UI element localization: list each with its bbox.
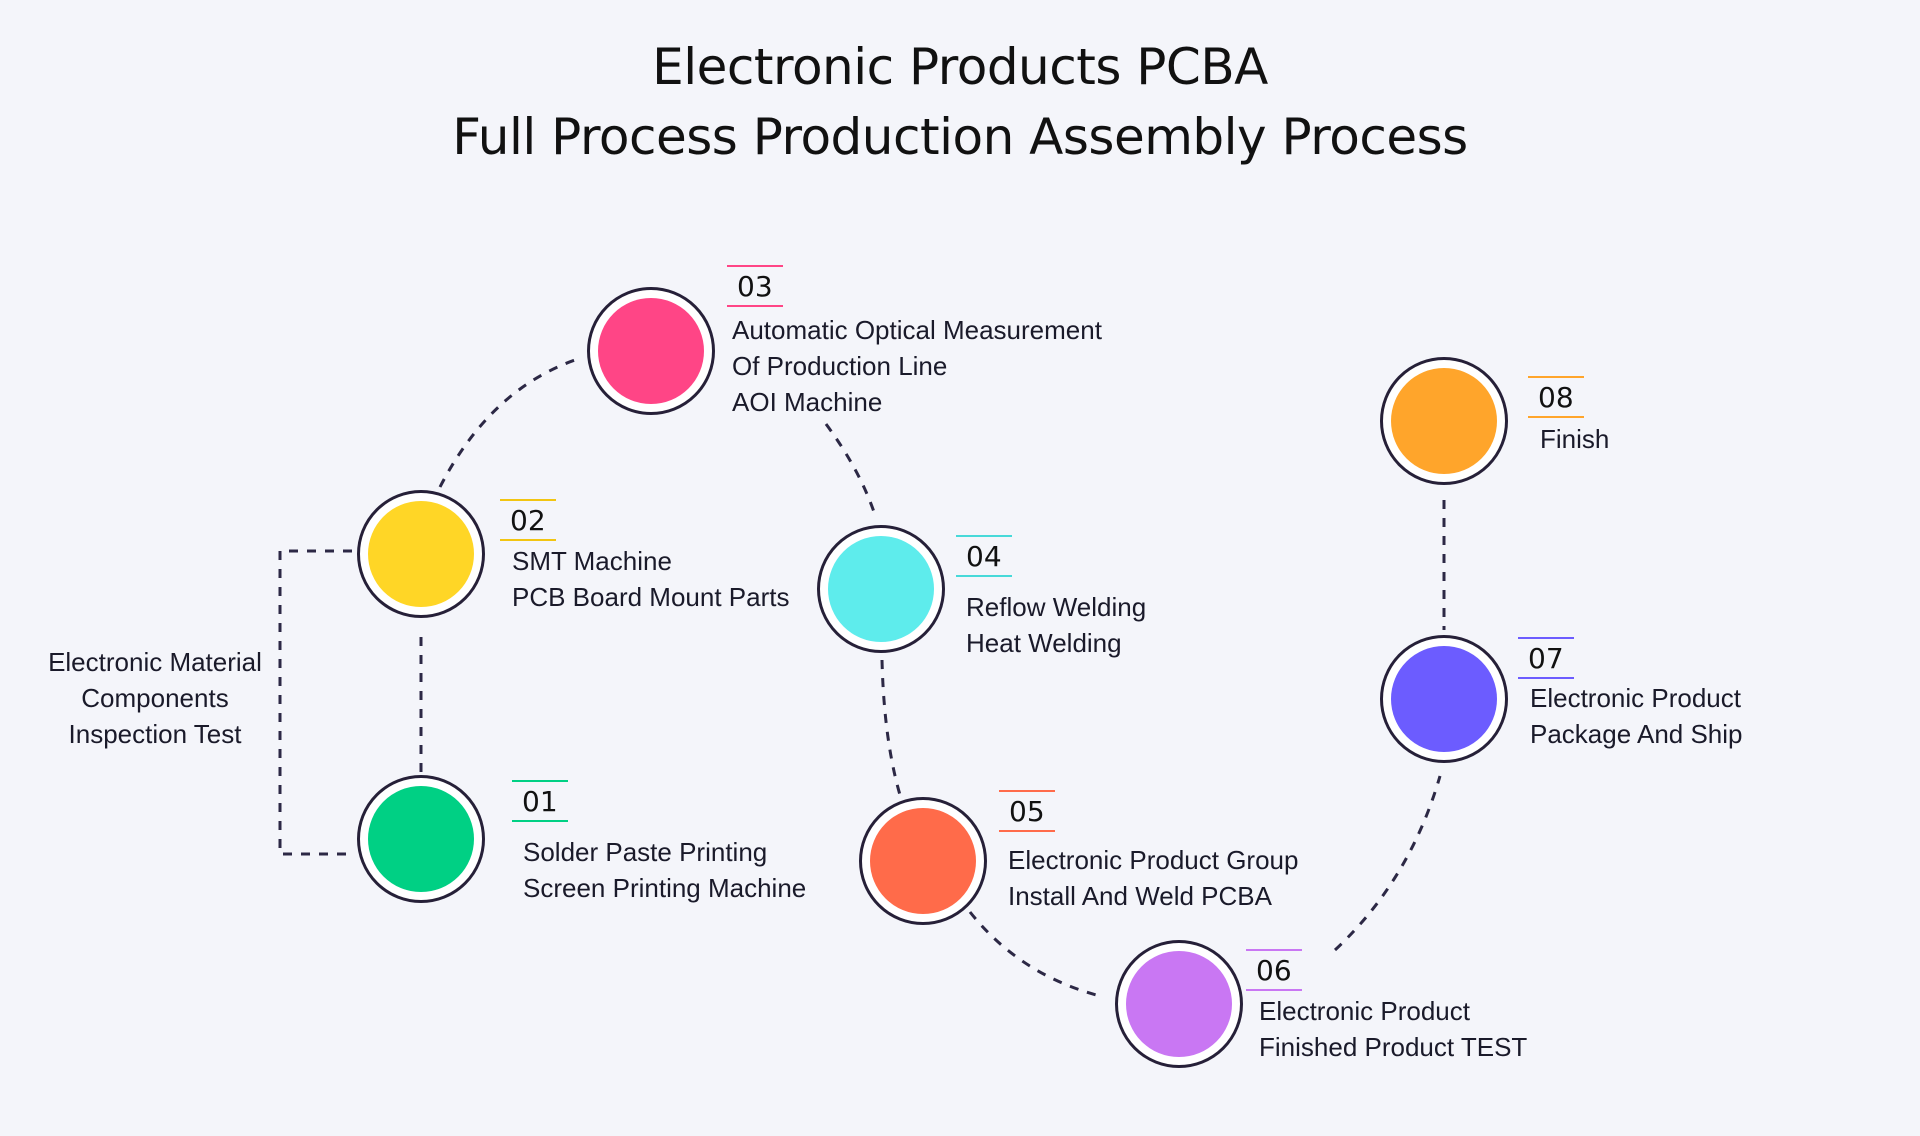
connector-03-04 — [824, 423, 877, 516]
step-02-line1: SMT Machine — [512, 546, 672, 576]
step-05-number: 05 — [999, 790, 1055, 832]
step-01-number: 01 — [512, 780, 568, 822]
diagram-title-line2: Full Process Production Assembly Process — [452, 108, 1468, 166]
step-07-description: Electronic Product Package And Ship — [1530, 680, 1743, 752]
inspection-note-line1: Electronic Material — [48, 647, 262, 677]
step-05-line2: Install And Weld PCBA — [1008, 881, 1272, 911]
step-08-line1: Finish — [1540, 424, 1610, 454]
step-07-line1: Electronic Product — [1530, 683, 1741, 713]
step-08-dot — [1391, 368, 1497, 474]
step-06-description: Electronic Product Finished Product TEST — [1259, 993, 1527, 1065]
step-02-description: SMT Machine PCB Board Mount Parts — [512, 543, 789, 615]
connector-06-07 — [1333, 775, 1442, 952]
inspection-note-line3: Inspection Test — [68, 719, 242, 749]
step-06-node — [1115, 940, 1243, 1068]
step-01-node — [357, 775, 485, 903]
step-06-line1: Electronic Product — [1259, 996, 1470, 1026]
inspection-note-line2: Components — [81, 683, 229, 713]
step-08-node — [1380, 357, 1508, 485]
step-03-line2: Of Production Line — [732, 351, 948, 381]
step-04-line2: Heat Welding — [966, 628, 1122, 658]
step-03-number: 03 — [727, 265, 783, 307]
step-04-dot — [828, 536, 934, 642]
step-06-dot — [1126, 951, 1232, 1057]
inspection-note: Electronic Material Components Inspectio… — [40, 644, 270, 752]
step-03-node — [587, 287, 715, 415]
step-01-line1: Solder Paste Printing — [523, 837, 768, 867]
step-04-description: Reflow Welding Heat Welding — [966, 589, 1146, 661]
bracket-inspection — [278, 549, 352, 856]
step-02-node — [357, 490, 485, 618]
connector-02-03 — [438, 358, 576, 488]
step-07-node — [1380, 635, 1508, 763]
connector-04-05 — [880, 659, 902, 796]
step-04-node — [817, 525, 945, 653]
step-01-description: Solder Paste Printing Screen Printing Ma… — [523, 834, 806, 906]
step-07-line2: Package And Ship — [1530, 719, 1743, 749]
diagram-title-line1: Electronic Products PCBA — [652, 38, 1268, 96]
step-03-line1: Automatic Optical Measurement — [732, 315, 1102, 345]
step-03-description: Automatic Optical Measurement Of Product… — [732, 312, 1102, 420]
step-07-dot — [1391, 646, 1497, 752]
step-06-number: 06 — [1246, 949, 1302, 991]
step-05-dot — [870, 808, 976, 914]
step-02-line2: PCB Board Mount Parts — [512, 582, 790, 612]
step-02-dot — [368, 501, 474, 607]
step-02-number: 02 — [500, 499, 556, 541]
step-03-line3: AOI Machine — [732, 387, 883, 417]
step-05-line1: Electronic Product Group — [1008, 845, 1299, 875]
step-05-description: Electronic Product Group Install And Wel… — [1008, 842, 1298, 914]
step-03-dot — [598, 298, 704, 404]
step-04-number: 04 — [956, 535, 1012, 577]
step-04-line1: Reflow Welding — [966, 592, 1147, 622]
step-05-node — [859, 797, 987, 925]
step-01-line2: Screen Printing Machine — [523, 873, 807, 903]
step-08-description: Finish — [1540, 421, 1609, 457]
step-07-number: 07 — [1518, 637, 1574, 679]
step-06-line2: Finished Product TEST — [1259, 1032, 1528, 1062]
connector-05-06 — [968, 911, 1101, 998]
step-01-dot — [368, 786, 474, 892]
step-08-number: 08 — [1528, 376, 1584, 418]
